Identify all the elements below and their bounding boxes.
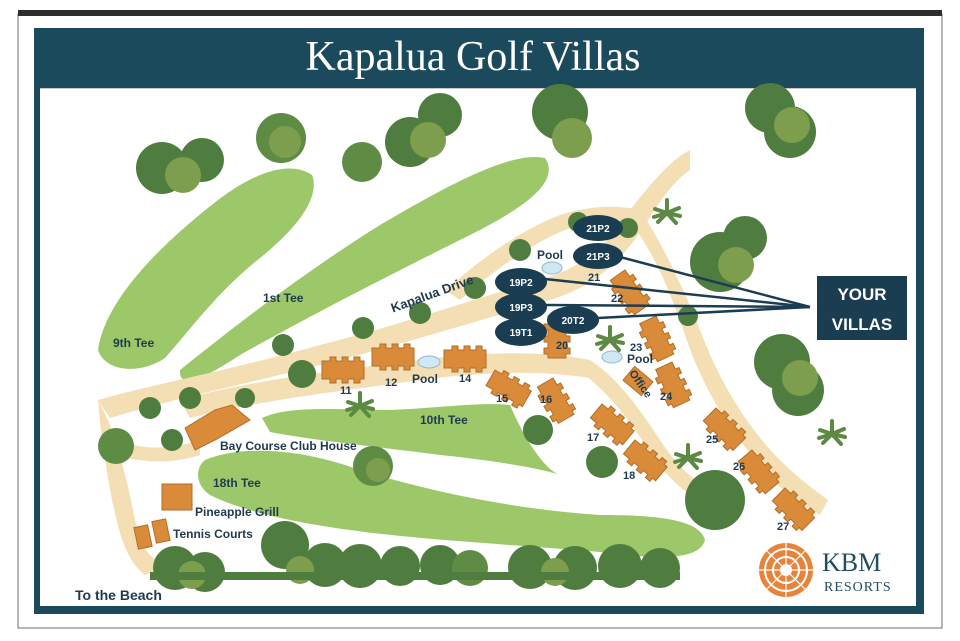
label-tennis-courts: Tennis Courts (173, 527, 253, 541)
svg-text:20T2: 20T2 (562, 316, 585, 327)
label-pool-2: Pool (412, 372, 438, 386)
badge-19p2[interactable]: 19P2 (495, 268, 547, 296)
label-pineapple-grill: Pineapple Grill (195, 505, 279, 519)
villa-pointer-lines (544, 255, 811, 320)
bldg-num-23: 23 (630, 342, 642, 354)
trees (98, 83, 824, 592)
badge-21p2[interactable]: 21P2 (573, 215, 623, 241)
fairway-1st (179, 156, 549, 381)
label-18th-tee: 18th Tee (213, 476, 261, 490)
badge-20t2[interactable]: 20T2 (547, 306, 599, 334)
kbm-logo-name: KBM (822, 548, 881, 577)
svg-text:19P2: 19P2 (509, 278, 533, 289)
bldg-num-15: 15 (496, 393, 508, 405)
fairway-18th (198, 450, 705, 557)
main-road (98, 150, 690, 418)
pool-near-21 (541, 261, 563, 275)
your-villas-callout: YOUR VILLAS (817, 276, 907, 340)
kbm-logo: KBM RESORTS (759, 543, 892, 597)
label-1st-tee: 1st Tee (263, 291, 304, 305)
pineapple-grill-building (161, 483, 193, 511)
svg-text:YOUR: YOUR (837, 285, 886, 304)
map-title: Kapalua Golf Villas (306, 34, 641, 80)
badge-21p3[interactable]: 21P3 (573, 243, 623, 269)
bldg-num-12: 12 (385, 377, 397, 389)
badge-19t1[interactable]: 19T1 (495, 318, 547, 346)
svg-text:21P2: 21P2 (586, 224, 610, 235)
bldg-num-18: 18 (623, 470, 635, 482)
office-building (622, 365, 654, 397)
label-pool-3: Pool (627, 352, 653, 366)
pool-near-12 (417, 355, 441, 369)
bldg-num-20: 20 (556, 340, 568, 352)
kbm-logo-sub: RESORTS (824, 580, 892, 595)
tennis-court-2 (151, 518, 171, 544)
bldg-num-24: 24 (660, 391, 673, 403)
bldg-num-21: 21 (588, 272, 600, 284)
fairway-10th (262, 404, 560, 475)
label-9th-tee: 9th Tee (113, 336, 154, 350)
bldg-num-17: 17 (587, 432, 599, 444)
svg-text:19T1: 19T1 (510, 328, 533, 339)
bldg-num-22: 22 (611, 293, 623, 305)
pool-near-23 (601, 350, 623, 364)
clubhouse-building (184, 404, 251, 451)
label-to-the-beach: To the Beach (75, 587, 162, 603)
svg-text:VILLAS: VILLAS (832, 315, 892, 334)
svg-text:19P3: 19P3 (509, 303, 533, 314)
bldg-num-26: 26 (733, 461, 745, 473)
badge-19p3[interactable]: 19P3 (495, 293, 547, 321)
bldg-num-14: 14 (459, 373, 472, 385)
svg-text:21P3: 21P3 (586, 252, 610, 263)
tennis-court-1 (133, 524, 153, 550)
label-pool-1: Pool (537, 248, 563, 262)
bldg-num-16: 16 (540, 394, 552, 406)
fairway-9th (98, 168, 314, 369)
bldg-num-25: 25 (706, 434, 718, 446)
label-clubhouse: Bay Course Club House (220, 439, 357, 453)
bldg-num-27: 27 (777, 521, 789, 533)
bldg-num-11: 11 (340, 385, 352, 397)
label-10th-tee: 10th Tee (420, 413, 468, 427)
